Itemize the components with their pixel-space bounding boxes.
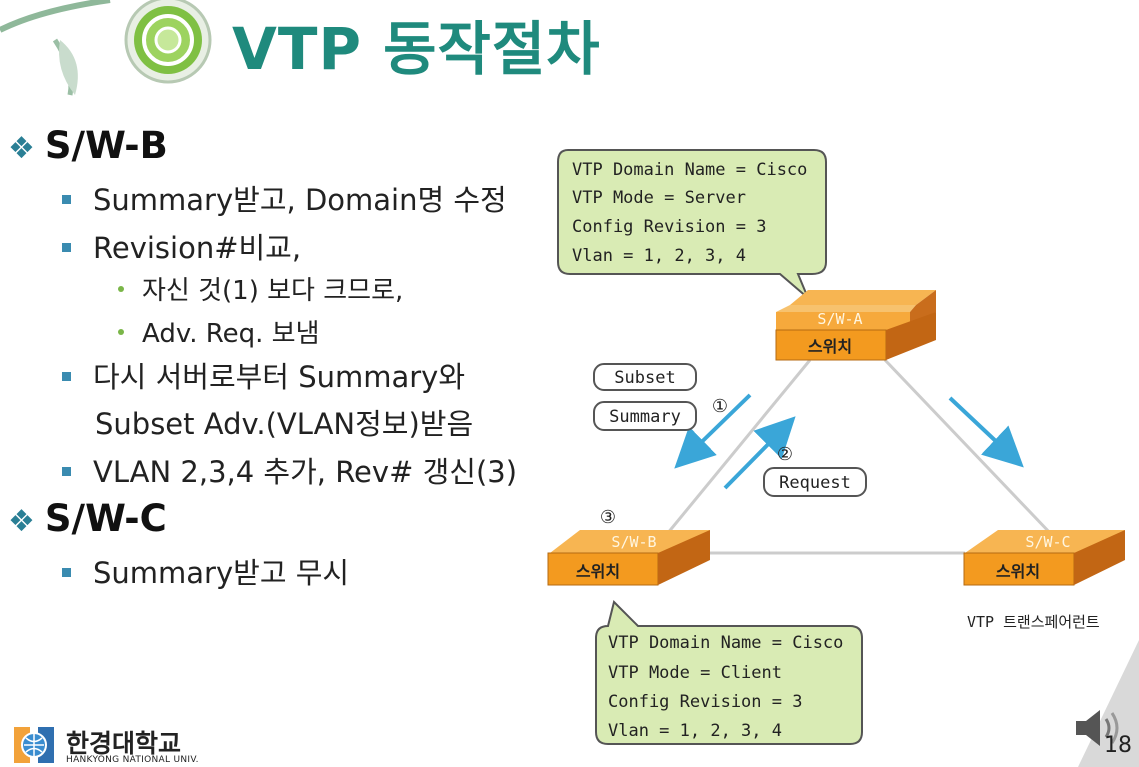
server-bubble <box>557 149 827 299</box>
heading-swc: ❖ S/W-C <box>8 497 167 540</box>
switch-a-name: S/W-A <box>817 310 862 328</box>
list-item-text: Summary받고, Domain명 수정 <box>93 183 507 217</box>
list-item: 자신 것(1) 보다 크므로, <box>118 270 403 307</box>
speaker-icon[interactable] <box>1072 707 1124 749</box>
client-bubble-line: Vlan = 1, 2, 3, 4 <box>608 721 782 741</box>
client-bubble-line: VTP Mode = Client <box>608 663 782 683</box>
switch-c-label: 스위치 <box>996 562 1040 581</box>
switch-c-name: S/W-C <box>1025 533 1070 551</box>
switch-b-label: 스위치 <box>576 562 620 581</box>
arrow-a-to-b <box>674 393 752 469</box>
list-item-text: 자신 것(1) 보다 크므로, <box>142 276 404 306</box>
list-item: Revision#비교, <box>62 225 301 267</box>
server-bubble-line: Vlan = 1, 2, 3, 4 <box>572 246 746 266</box>
step-3: ③ <box>600 507 616 528</box>
label-request: Request <box>779 473 851 493</box>
list-item-text: Adv. Req. 보냄 <box>142 319 320 349</box>
dot-bullet-icon <box>118 285 124 292</box>
list-item-continuation: Subset Adv.(VLAN정보)받음 <box>95 407 474 441</box>
client-bubble <box>595 600 863 745</box>
square-bullet-icon <box>62 242 71 252</box>
arrow-a-to-c <box>948 396 1024 468</box>
step-2: ② <box>777 444 793 465</box>
square-bullet-icon <box>62 466 71 476</box>
list-item: VLAN 2,3,4 추가, Rev# 갱신(3) <box>62 449 517 491</box>
link-a-c <box>883 358 1054 537</box>
list-item-text: 다시 서버로부터 Summary와 <box>93 360 466 394</box>
vtp-diagram: VTP Domain Name = Cisco VTP Mode = Serve… <box>547 149 1125 745</box>
page-number: 18 <box>1104 733 1132 758</box>
switch-c: S/W-C 스위치 <box>963 530 1125 586</box>
dot-bullet-icon <box>118 328 124 335</box>
heading-swb-text: S/W-B <box>44 124 168 167</box>
heading-swc-text: S/W-C <box>44 497 167 540</box>
header-decoration <box>0 0 212 96</box>
switch-a-label: 스위치 <box>808 337 852 356</box>
heading-swb: ❖ S/W-B <box>8 124 168 167</box>
list-item-text: Summary받고 무시 <box>93 556 350 590</box>
client-bubble-line: VTP Domain Name = Cisco <box>608 633 843 653</box>
diamond-bullet-icon: ❖ <box>8 131 35 166</box>
university-logo: 한경대학교 HANKYONG NATIONAL UNIV. <box>12 723 202 767</box>
label-summary: Summary <box>609 407 681 427</box>
logo-english: HANKYONG NATIONAL UNIV. <box>66 755 199 765</box>
list-item: Summary받고 무시 <box>62 550 349 592</box>
list-item: 다시 서버로부터 Summary와 <box>62 354 465 396</box>
switch-b: S/W-B 스위치 <box>547 530 710 586</box>
step-1: ① <box>712 396 728 417</box>
logo-korean: 한경대학교 <box>66 729 182 758</box>
label-subset: Subset <box>614 368 675 388</box>
switch-a: S/W-A 스위치 <box>775 290 936 361</box>
arrow-b-to-a <box>723 416 796 490</box>
link-a-b <box>656 359 812 546</box>
square-bullet-icon <box>62 371 71 381</box>
page-title: VTP 동작절차 <box>232 15 601 83</box>
label-transparent: VTP 트랜스페어런트 <box>967 613 1100 631</box>
list-item: Adv. Req. 보냄 <box>118 313 320 350</box>
list-item-text: VLAN 2,3,4 추가, Rev# 갱신(3) <box>93 455 518 489</box>
list-item-text: Revision#비교, <box>93 231 302 265</box>
logo-emblem-icon <box>14 727 54 763</box>
square-bullet-icon <box>62 194 71 204</box>
server-bubble-line: VTP Mode = Server <box>572 188 746 208</box>
list-item: Summary받고, Domain명 수정 <box>62 177 507 219</box>
square-bullet-icon <box>62 567 71 577</box>
client-bubble-line: Config Revision = 3 <box>608 692 802 712</box>
server-bubble-line: VTP Domain Name = Cisco <box>572 160 807 180</box>
server-bubble-line: Config Revision = 3 <box>572 217 766 237</box>
switch-b-name: S/W-B <box>611 533 656 551</box>
diamond-bullet-icon: ❖ <box>8 504 35 539</box>
